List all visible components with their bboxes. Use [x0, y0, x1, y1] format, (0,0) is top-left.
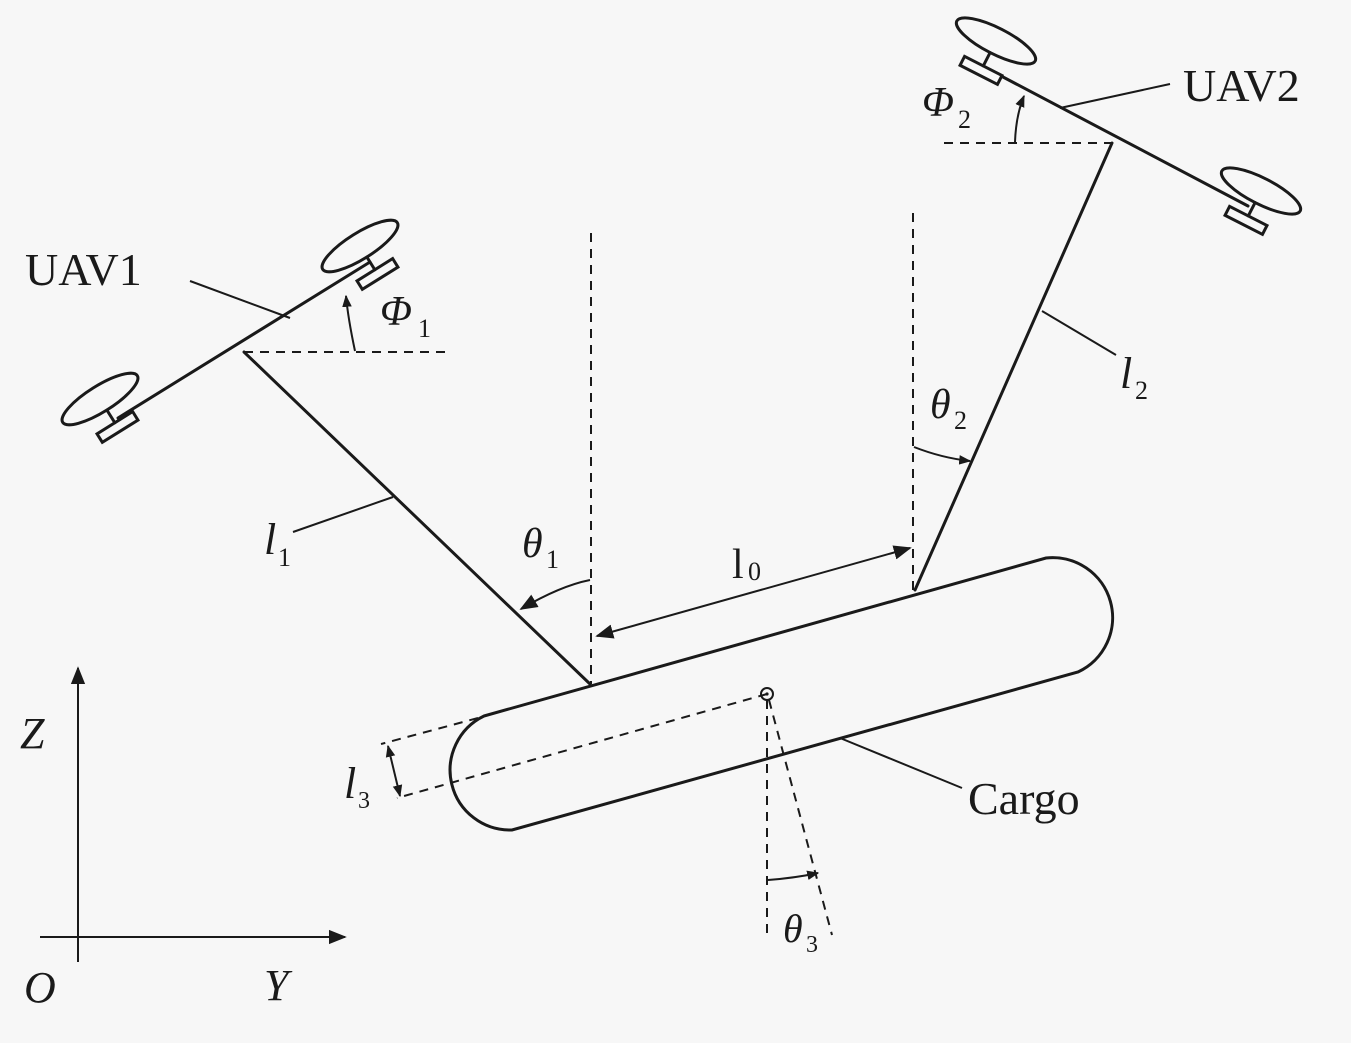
- theta2-arc: [913, 446, 972, 465]
- l3-dimension: [380, 717, 479, 798]
- theta3-angle: [766, 699, 833, 940]
- uav1-quadrotor: [60, 218, 452, 445]
- cable-l1: [242, 350, 592, 686]
- uav1-rotor-right: [320, 218, 401, 292]
- uav2-quadrotor: [944, 16, 1303, 237]
- theta3-symbol: θ: [783, 906, 803, 951]
- l1-subscript: 1: [278, 543, 291, 572]
- phi2-subscript: 2: [958, 105, 971, 134]
- uav2-label: UAV2: [1183, 60, 1300, 111]
- l3-subscript: 3: [358, 788, 370, 814]
- l0-dimension: [595, 545, 912, 639]
- uav2-rotor-left: [954, 16, 1038, 87]
- l2-subscript: 2: [1135, 376, 1148, 405]
- l3-symbol: l: [344, 759, 356, 808]
- l0-subscript: 0: [748, 557, 761, 586]
- uav2-rotor-right: [1219, 166, 1303, 237]
- l1-symbol: l: [264, 515, 276, 564]
- phi2-symbol: Φ: [922, 80, 954, 126]
- l0-symbol: l: [732, 542, 744, 588]
- theta3-subscript: 3: [806, 932, 818, 958]
- axis-y-label: Y: [264, 961, 293, 1010]
- uav1-rotor-left: [60, 371, 141, 445]
- theta1-symbol: θ: [522, 521, 543, 567]
- coordinate-axes: [40, 666, 347, 962]
- cargo-leader-line: [839, 737, 963, 789]
- axis-z-label: Z: [20, 709, 45, 758]
- origin-label: O: [24, 963, 56, 1012]
- cable-l2: [913, 141, 1117, 592]
- phi1-subscript: 1: [418, 314, 431, 343]
- uav1-label: UAV1: [25, 244, 142, 295]
- l2-symbol: l: [1120, 349, 1132, 398]
- phi1-symbol: Φ: [380, 289, 412, 335]
- cargo-label: Cargo: [968, 773, 1080, 824]
- theta2-symbol: θ: [930, 382, 951, 428]
- theta1-arc: [519, 579, 591, 610]
- theta2-subscript: 2: [954, 406, 967, 435]
- theta1-subscript: 1: [546, 545, 559, 574]
